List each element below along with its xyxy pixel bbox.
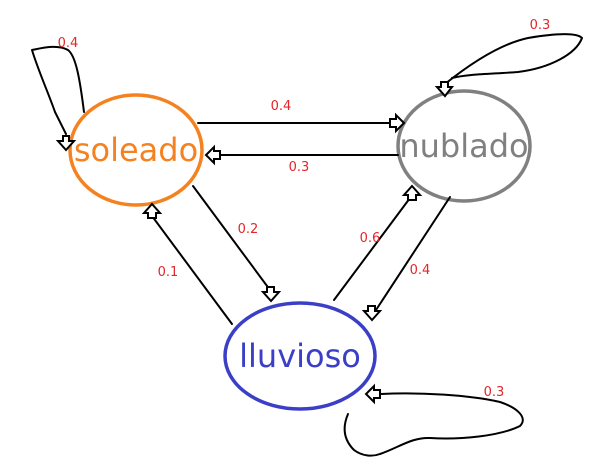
transition-nublado-soleado: 0.3 [204,144,399,175]
transition-line-soleado-soleado [31,45,85,135]
arrowhead-lluvioso-nublado [401,184,423,201]
transition-line-nublado-lluvioso [375,196,451,311]
probability-label-nublado-nublado: 0.3 [530,18,551,33]
transition-line-lluvioso-nublado [333,197,411,301]
arrowhead-nublado-nublado [434,81,455,98]
state-label-soleado: soleado [74,131,198,169]
arrowhead-lluvioso-soleado [141,202,163,219]
arrowhead-nublado-soleado [204,144,221,166]
arrowhead-lluvioso-lluvioso [364,383,381,405]
arrowhead-soleado-nublado [389,112,406,134]
transition-soleado-nublado: 0.4 [197,99,406,134]
transition-lluvioso-lluvioso: 0.3 [343,383,524,457]
probability-label-nublado-soleado: 0.3 [289,160,310,175]
probability-label-nublado-lluvioso: 0.4 [410,263,431,278]
transition-lluvioso-nublado: 0.6 [333,184,423,301]
transition-line-lluvioso-lluvioso [343,392,524,457]
state-node-nublado: nublado [396,89,532,203]
arrowhead-soleado-lluvioso [260,286,282,303]
transition-line-soleado-lluvioso [192,185,271,291]
arrowhead-nublado-lluvioso [361,305,383,322]
state-ellipse-soleado [68,93,204,207]
transition-lluvioso-soleado: 0.1 [141,202,233,325]
state-label-nublado: nublado [399,127,528,165]
state-label-lluvioso: lluvioso [239,337,361,375]
probability-label-lluvioso-soleado: 0.1 [158,265,179,280]
transition-nublado-nublado: 0.3 [434,18,583,98]
transition-soleado-lluvioso: 0.2 [192,185,282,303]
probability-label-lluvioso-nublado: 0.6 [360,231,381,246]
state-ellipse-lluvioso [223,301,377,411]
state-node-soleado: soleado [68,93,204,207]
arrowhead-soleado-soleado [55,135,77,152]
probability-label-soleado-soleado: 0.4 [58,36,79,51]
state-node-lluvioso: lluvioso [223,301,377,411]
probability-label-soleado-nublado: 0.4 [271,99,292,114]
state-ellipse-nublado [396,89,532,203]
probability-label-lluvioso-lluvioso: 0.3 [484,385,505,400]
transition-line-nublado-nublado [444,33,583,85]
transition-nublado-lluvioso: 0.4 [361,196,451,322]
transition-line-lluvioso-soleado [151,215,233,325]
probability-label-soleado-lluvioso: 0.2 [238,222,259,237]
transition-soleado-soleado: 0.4 [31,36,85,152]
